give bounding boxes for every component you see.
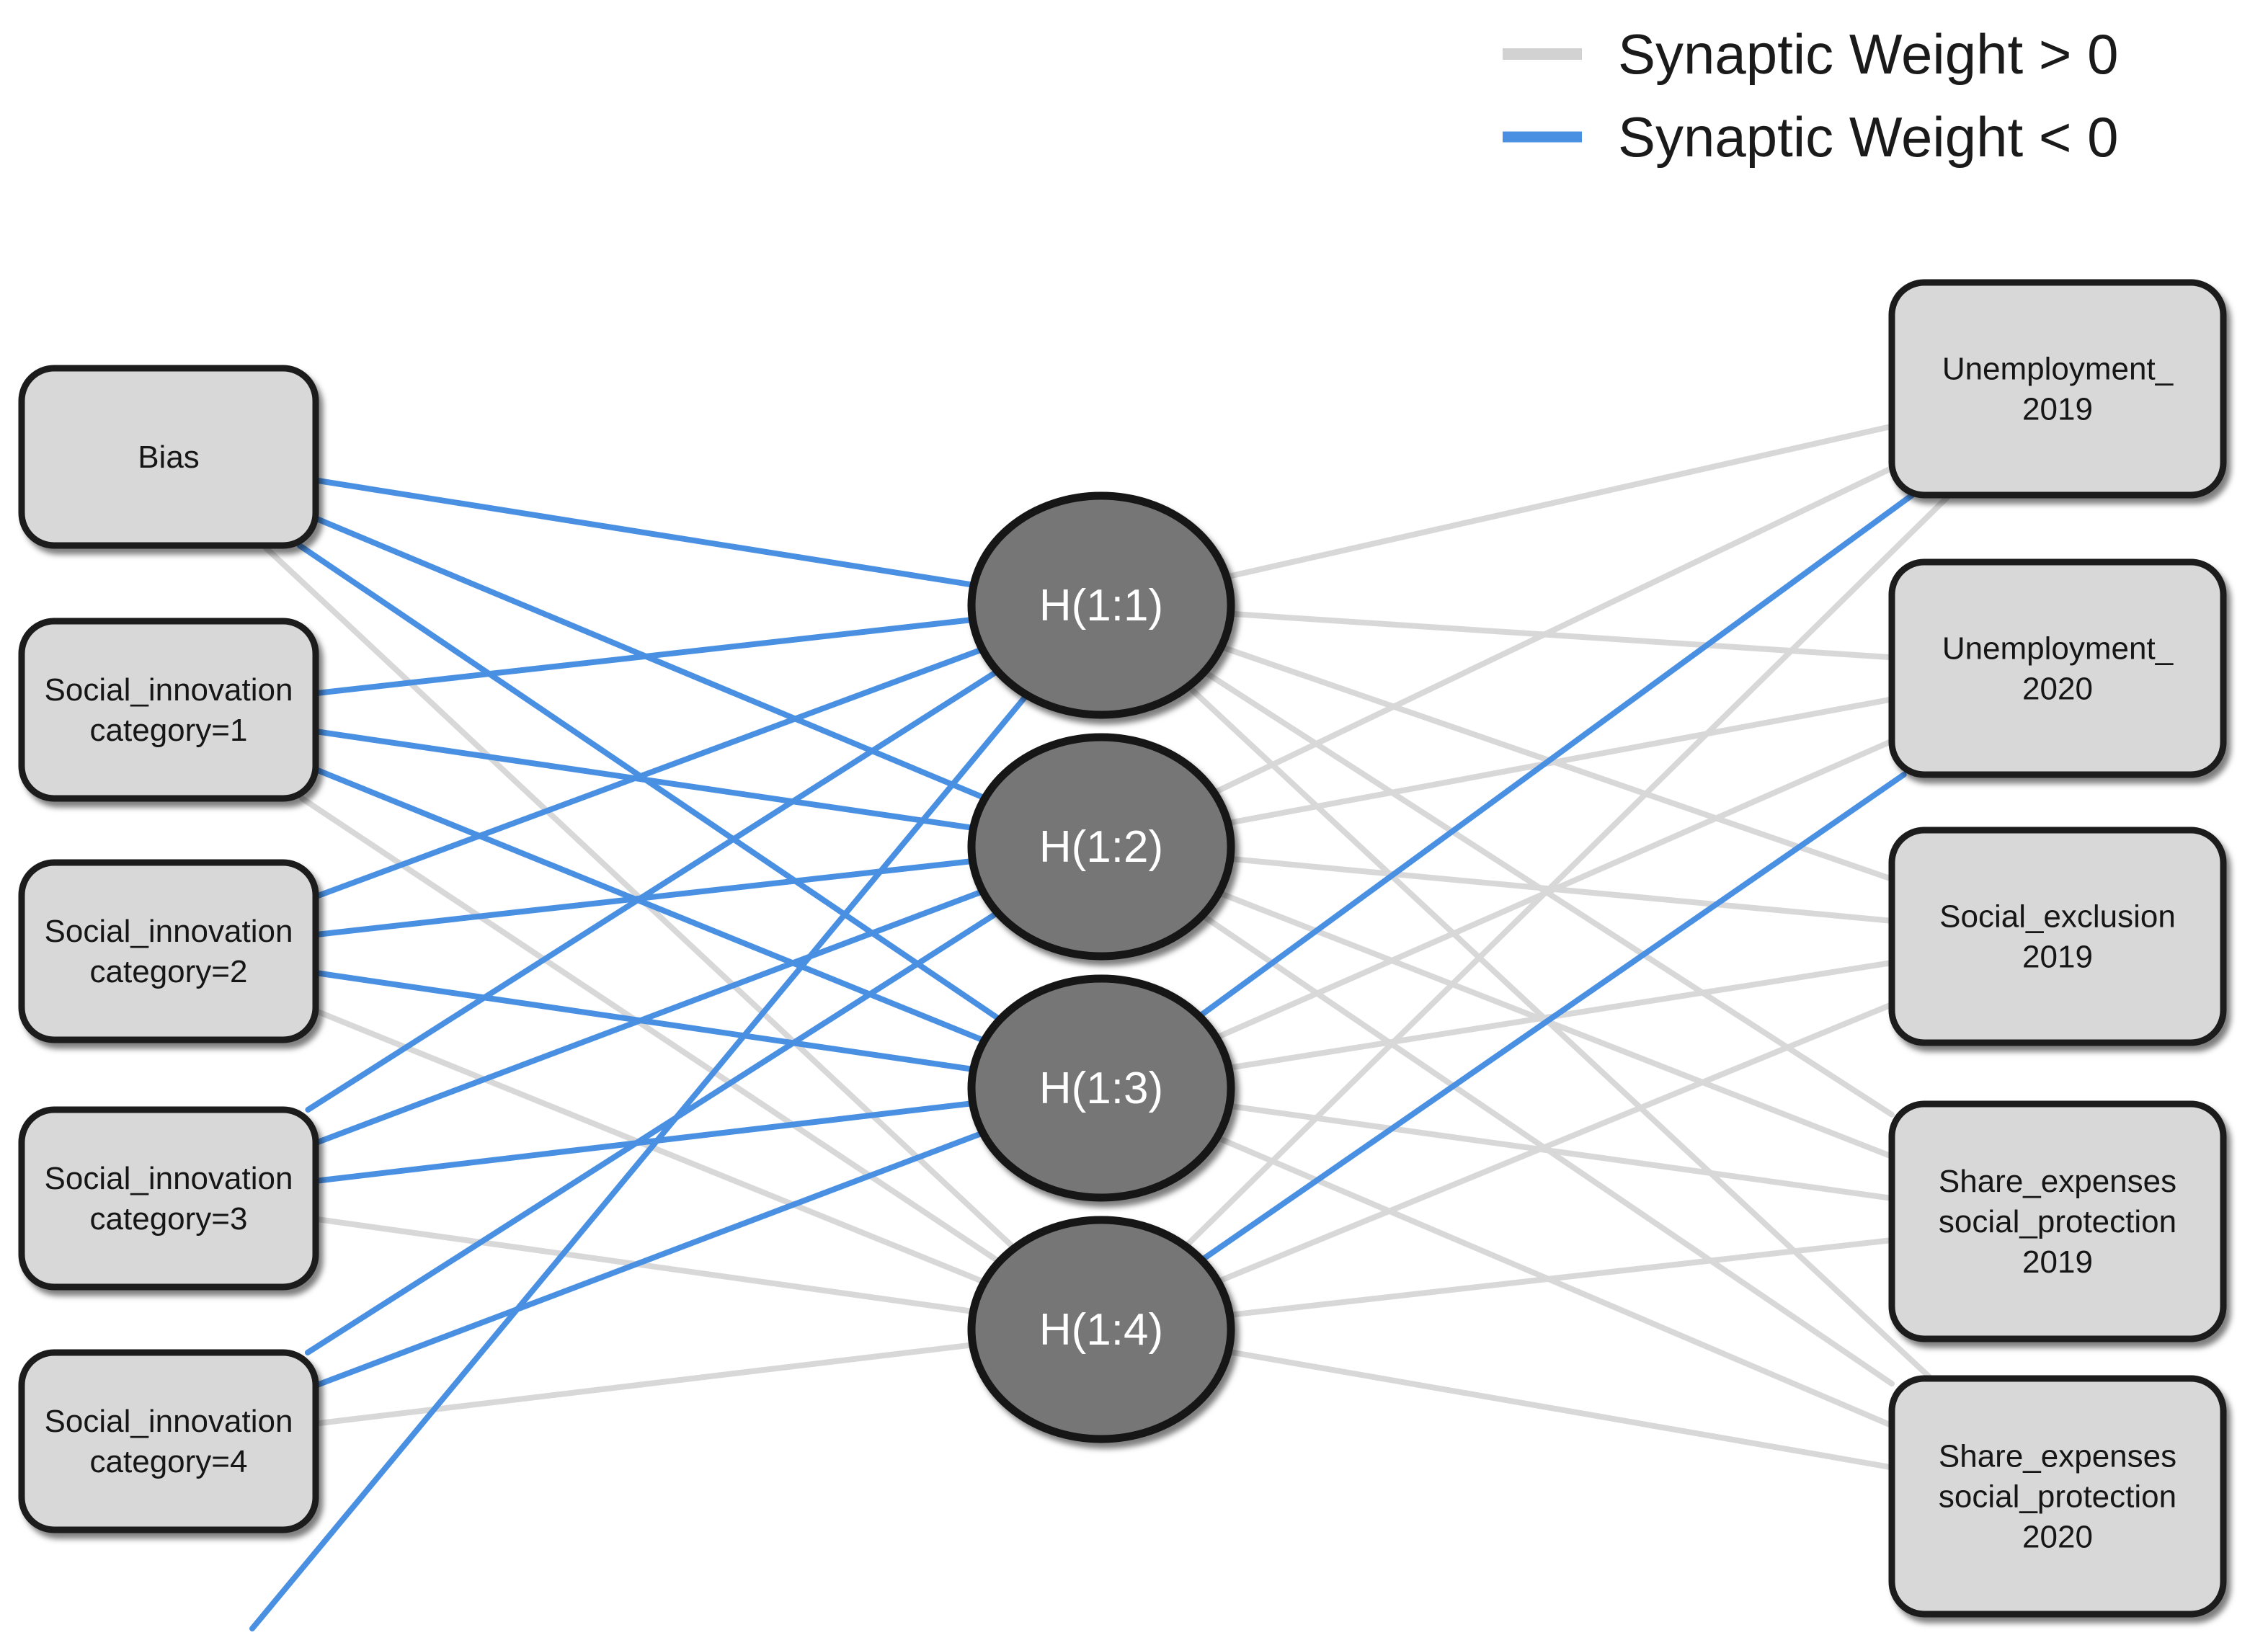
edge-h4-u2020 <box>1199 772 1907 1263</box>
output-box-se2019 <box>1888 827 2227 1046</box>
edge-cat4-h2 <box>304 909 1001 1355</box>
u2019-label: Unemployment_2019 <box>1942 351 2174 427</box>
legend-negative-label: Synaptic Weight < 0 <box>1618 105 2118 169</box>
input-box-cat4 <box>18 1349 319 1533</box>
edge-cat3-h4 <box>313 1216 977 1314</box>
output-box-sep2019 <box>1888 1100 2227 1342</box>
edge-cat4-h4 <box>313 1342 976 1427</box>
h3-label: H(1:3) <box>1039 1064 1163 1113</box>
hidden-node-h2: H(1:2) <box>967 733 1235 961</box>
edge-h3-u2019 <box>1196 492 1916 1020</box>
legend: Synaptic Weight > 0 Synaptic Weight < 0 <box>1503 22 2118 169</box>
hidden-node-h1: H(1:1) <box>967 491 1235 719</box>
edge-h4-sep2019 <box>1227 1237 1895 1318</box>
input-box-cat2 <box>18 859 319 1043</box>
edge-h3-sep2020 <box>1214 1134 1895 1429</box>
edge-cat4-h3 <box>313 1130 986 1389</box>
edge-h3-u2020 <box>1213 738 1895 1041</box>
edge-cat2-h1 <box>313 646 986 900</box>
edge-h3-sep2019 <box>1226 1103 1895 1201</box>
edge-h1-u2019 <box>1223 423 1895 580</box>
input-box-cat1 <box>18 618 319 802</box>
edges-layer <box>249 423 1953 1631</box>
edge-cat3-h3 <box>313 1100 976 1184</box>
edge-cat1-h2 <box>313 729 977 831</box>
edge-h4-u2019 <box>1183 492 1953 1250</box>
edge-h2-u2019 <box>1211 465 1895 796</box>
edge-cat1-h4 <box>299 796 1002 1265</box>
hidden-node-h3: H(1:3) <box>967 974 1235 1202</box>
input-box-cat3 <box>18 1106 319 1291</box>
h1-label: H(1:1) <box>1039 581 1163 631</box>
edge-h2-sep2019 <box>1216 890 1895 1159</box>
edge-h2-se2019 <box>1227 855 1895 924</box>
edge-bias-h1 <box>313 477 977 588</box>
output-box-sep2020 <box>1888 1375 2227 1618</box>
hidden-ellipse-h3 <box>967 974 1235 1202</box>
hidden-ellipse-h2 <box>967 733 1235 961</box>
u2020-label: Unemployment_2020 <box>1942 631 2174 706</box>
h2-label: H(1:2) <box>1039 822 1163 872</box>
h4-label: H(1:4) <box>1039 1305 1163 1355</box>
edge-h2-u2020 <box>1224 696 1895 827</box>
hidden-node-h4: H(1:4) <box>967 1216 1235 1443</box>
edge-cat1-h1 <box>313 617 976 697</box>
edge-cat4-h1 <box>249 692 1030 1631</box>
bias-label: Bias <box>138 440 200 475</box>
input-node-bias: Bias <box>18 365 319 549</box>
edge-cat3-h2 <box>313 888 986 1146</box>
edge-cat1-h3 <box>313 766 987 1044</box>
output-box-u2020 <box>1888 558 2227 778</box>
hidden-ellipse-h1 <box>967 491 1235 719</box>
output-box-u2019 <box>1888 279 2227 499</box>
input-box-bias <box>18 365 319 549</box>
legend-positive-label: Synaptic Weight > 0 <box>1618 22 2118 86</box>
edge-h4-sep2020 <box>1225 1348 1895 1471</box>
edge-h4-se2019 <box>1214 1002 1895 1285</box>
output-node-u2020: Unemployment_2020 <box>1888 558 2227 778</box>
output-node-u2019: Unemployment_2019 <box>1888 279 2227 499</box>
hidden-ellipse-h4 <box>967 1216 1235 1443</box>
edge-h1-sep2020 <box>1185 683 1934 1381</box>
edge-h1-u2020 <box>1227 610 1895 661</box>
edge-cat3-h1 <box>305 668 1001 1113</box>
